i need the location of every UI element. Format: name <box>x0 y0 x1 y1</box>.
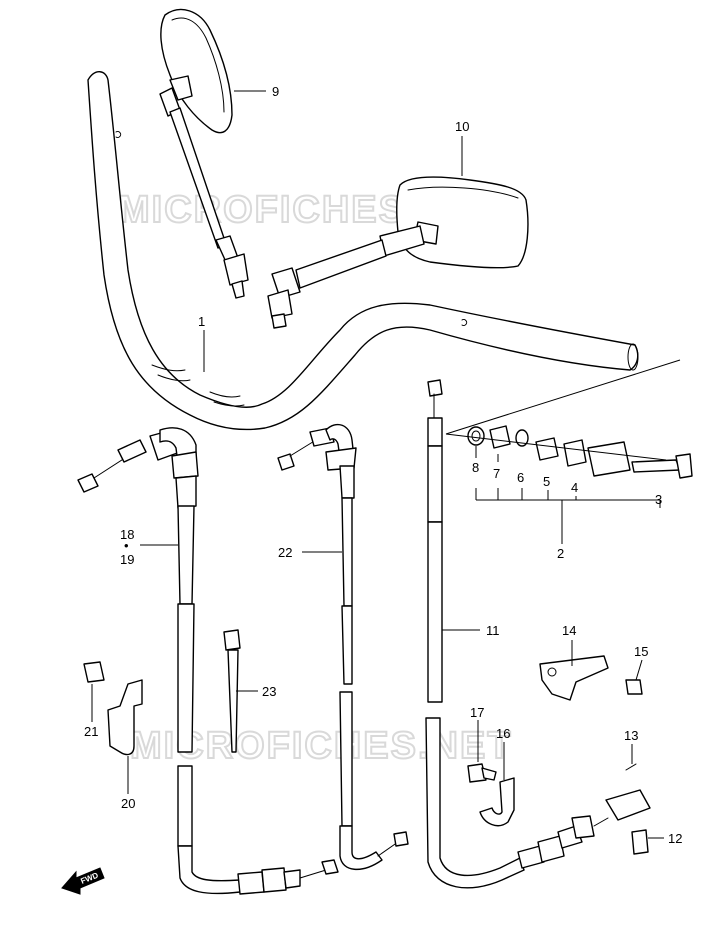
callout-7: 7 <box>493 466 500 481</box>
handlebar <box>87 71 639 431</box>
bracket-14 <box>539 655 609 701</box>
callout-2: 2 <box>557 546 564 561</box>
cable-22 <box>277 423 409 870</box>
callout-1: 1 <box>198 314 205 329</box>
callout-17: 17 <box>470 705 484 720</box>
bolt-21 <box>83 661 105 683</box>
callout-4: 4 <box>571 480 578 495</box>
callout-11: 11 <box>486 623 500 638</box>
callout-21: 21 <box>84 724 98 739</box>
callout-6: 6 <box>517 470 524 485</box>
clamp-16 <box>479 777 515 827</box>
callout-19: 19 <box>120 552 134 567</box>
callout-14: 14 <box>562 623 576 638</box>
fwd-arrow: FWD <box>61 867 105 895</box>
callout-10: 10 <box>455 119 469 134</box>
pin-12 <box>631 829 649 855</box>
bolt-17 <box>467 763 497 783</box>
callout-22: 22 <box>278 545 292 560</box>
callout-13: 13 <box>624 728 638 743</box>
callout-18-dot: • <box>124 538 129 553</box>
callout-8: 8 <box>472 460 479 475</box>
callout-9: 9 <box>272 84 279 99</box>
clevis-13 <box>605 763 651 821</box>
mirror-left <box>159 8 249 299</box>
callout-20: 20 <box>121 796 135 811</box>
cable-11 <box>425 379 609 889</box>
callout-numbers: 9 10 1 8 7 6 5 4 3 2 18 • 19 22 11 14 15… <box>84 84 682 846</box>
bolt-15 <box>625 679 643 695</box>
adjuster-assembly <box>467 425 693 479</box>
callout-12: 12 <box>668 831 682 846</box>
mirror-right <box>267 176 529 329</box>
throttle-cable-18-19 <box>77 427 339 895</box>
callout-15: 15 <box>634 644 648 659</box>
callout-23: 23 <box>262 684 276 699</box>
bracket-20 <box>107 679 143 756</box>
callout-16: 16 <box>496 726 510 741</box>
cable-tie-23 <box>223 629 241 753</box>
callout-18: 18 <box>120 527 134 542</box>
callout-3: 3 <box>655 492 662 507</box>
leader-lines <box>91 90 681 839</box>
callout-5: 5 <box>543 474 550 489</box>
